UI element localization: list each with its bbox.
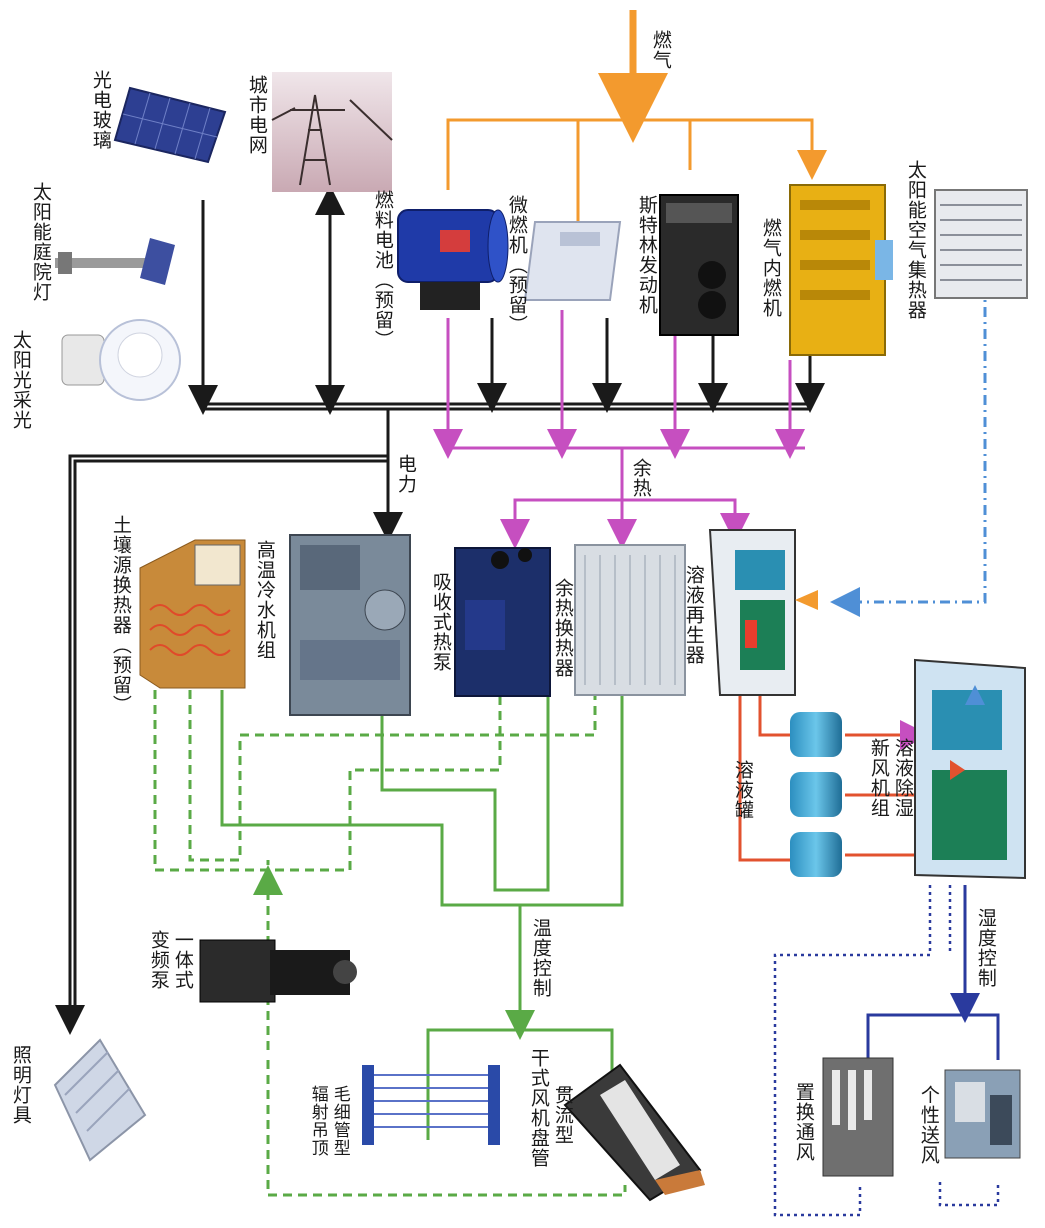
solution-regenerator-graphic <box>710 530 818 695</box>
label-waste-heat-exchanger: 余热换热器 <box>552 578 573 678</box>
label-solution-tank: 溶液罐 <box>732 760 753 820</box>
absorption-heat-pump-graphic <box>455 548 550 696</box>
city-grid-graphic <box>272 72 392 192</box>
capillary-ceiling-graphic <box>362 1065 500 1145</box>
displacement-vent-graphic <box>823 1058 893 1176</box>
high-temp-chiller-graphic <box>290 535 410 715</box>
lighting-fixture-graphic <box>55 1040 145 1160</box>
label-solar-garden-light: 太阳能庭院灯 <box>30 182 51 302</box>
label-high-temp-chiller: 高温冷水机组 <box>254 540 275 660</box>
stirling-engine-graphic <box>660 195 738 335</box>
label-vfd-pump-2: 变频泵 <box>148 930 169 990</box>
micro-turbine-graphic <box>525 222 620 300</box>
fuel-cell-graphic <box>398 210 508 310</box>
label-dry-fcu-2: 干式风机盘管 <box>528 1048 549 1168</box>
label-solution-regenerator: 溶液再生器 <box>683 565 704 665</box>
label-absorption-heat-pump: 吸收式热泵 <box>430 572 451 672</box>
pv-glass-graphic <box>115 88 225 162</box>
label-solar-daylighting: 太阳光采光 <box>10 330 31 430</box>
label-capillary-ceiling-2: 辐射吊顶 <box>308 1085 327 1157</box>
label-waste-heat: 余热 <box>630 458 651 498</box>
solution-tank-graphic <box>790 712 842 877</box>
label-gas-engine: 燃气内燃机 <box>760 218 781 318</box>
label-electricity: 电力 <box>395 454 416 494</box>
label-humidity-control: 湿度控制 <box>975 908 996 988</box>
label-fuel-gas: 燃气 <box>650 30 671 70</box>
temperature-loop <box>222 690 622 1140</box>
label-dry-fcu-1: 贯流型 <box>552 1085 573 1145</box>
vfd-pump-graphic <box>200 940 357 1002</box>
label-vfd-pump-1: 一体式 <box>172 930 193 990</box>
label-pv-glass: 光电玻璃 <box>90 70 111 150</box>
label-stirling-engine: 斯特林发动机 <box>636 195 657 315</box>
label-dehumid-unit-1: 溶液除湿 <box>892 738 913 818</box>
label-personal-air: 个性送风 <box>918 1085 939 1165</box>
label-temperature-control: 温度控制 <box>530 918 551 998</box>
label-micro-turbine: 微燃机（预留） <box>506 195 527 335</box>
waste-heat-exchanger-graphic <box>575 545 685 695</box>
label-displacement-vent: 置换通风 <box>793 1082 814 1162</box>
dehumid-unit-graphic <box>915 660 1025 878</box>
solar-air-collector-graphic <box>935 190 1027 298</box>
personal-air-graphic <box>945 1070 1020 1158</box>
solar-daylighting-graphic <box>62 320 180 400</box>
label-solar-air-collector: 太阳能空气集热器 <box>905 160 926 320</box>
ground-source-hx-graphic <box>140 540 245 688</box>
gas-lines <box>448 10 812 222</box>
label-fuel-cell: 燃料电池（预留） <box>372 190 393 350</box>
label-ground-source-hx: 土壤源换热器（预留） <box>110 515 131 715</box>
dry-fcu-graphic <box>565 1065 705 1200</box>
label-lighting-fixture: 照明灯具 <box>10 1045 31 1125</box>
label-dehumid-unit-2: 新风机组 <box>868 738 889 818</box>
waste-heat-lines <box>448 310 805 534</box>
label-city-grid: 城市电网 <box>246 75 267 155</box>
solar-garden-light-graphic <box>55 238 175 285</box>
gas-engine-graphic <box>790 185 893 355</box>
label-capillary-ceiling-1: 毛细管型 <box>330 1085 349 1157</box>
